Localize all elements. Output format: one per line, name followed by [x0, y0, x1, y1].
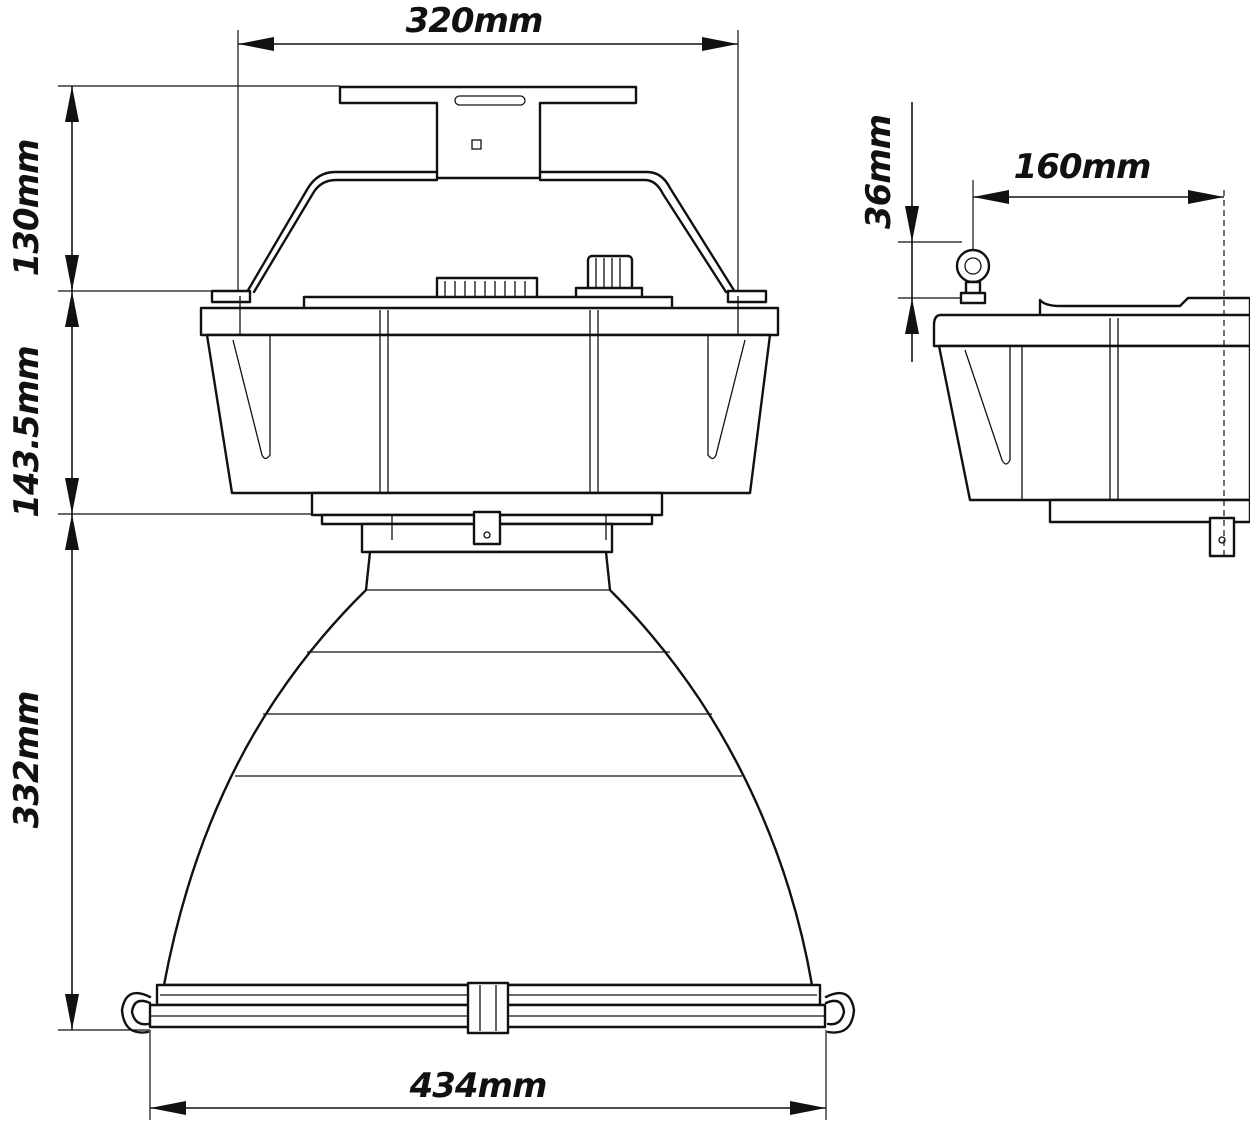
reflector-diameter-label: 434mm: [409, 1066, 547, 1106]
reflector-height-label: 332mm: [7, 692, 47, 829]
front-view: 320mm 130mm 143.5mm 332mm 434mm: [7, 1, 856, 1120]
mounting-bracket: [245, 85, 737, 294]
dim-heights: 130mm 143.5mm 332mm: [7, 85, 340, 1031]
eyebolt-height-label: 36mm: [859, 115, 899, 229]
housing-height-label: 143.5mm: [7, 346, 47, 517]
dim-side-width: 160mm: [972, 147, 1224, 250]
dim-eyebolt-height: 36mm: [859, 102, 962, 362]
bracket-height-label: 130mm: [7, 140, 47, 277]
bracket-width-label: 320mm: [406, 1, 543, 41]
side-width-label: 160mm: [1014, 147, 1151, 187]
dim-bracket-width: 320mm: [237, 1, 739, 290]
eyebolt: [955, 248, 991, 305]
dim-reflector-diameter: 434mm: [149, 1030, 827, 1120]
reflector: [120, 550, 856, 1035]
gear-housing: [199, 254, 780, 517]
lamp-neck: [320, 510, 654, 554]
side-view: 160mm 36mm: [859, 102, 1250, 560]
side-housing: [932, 190, 1250, 560]
